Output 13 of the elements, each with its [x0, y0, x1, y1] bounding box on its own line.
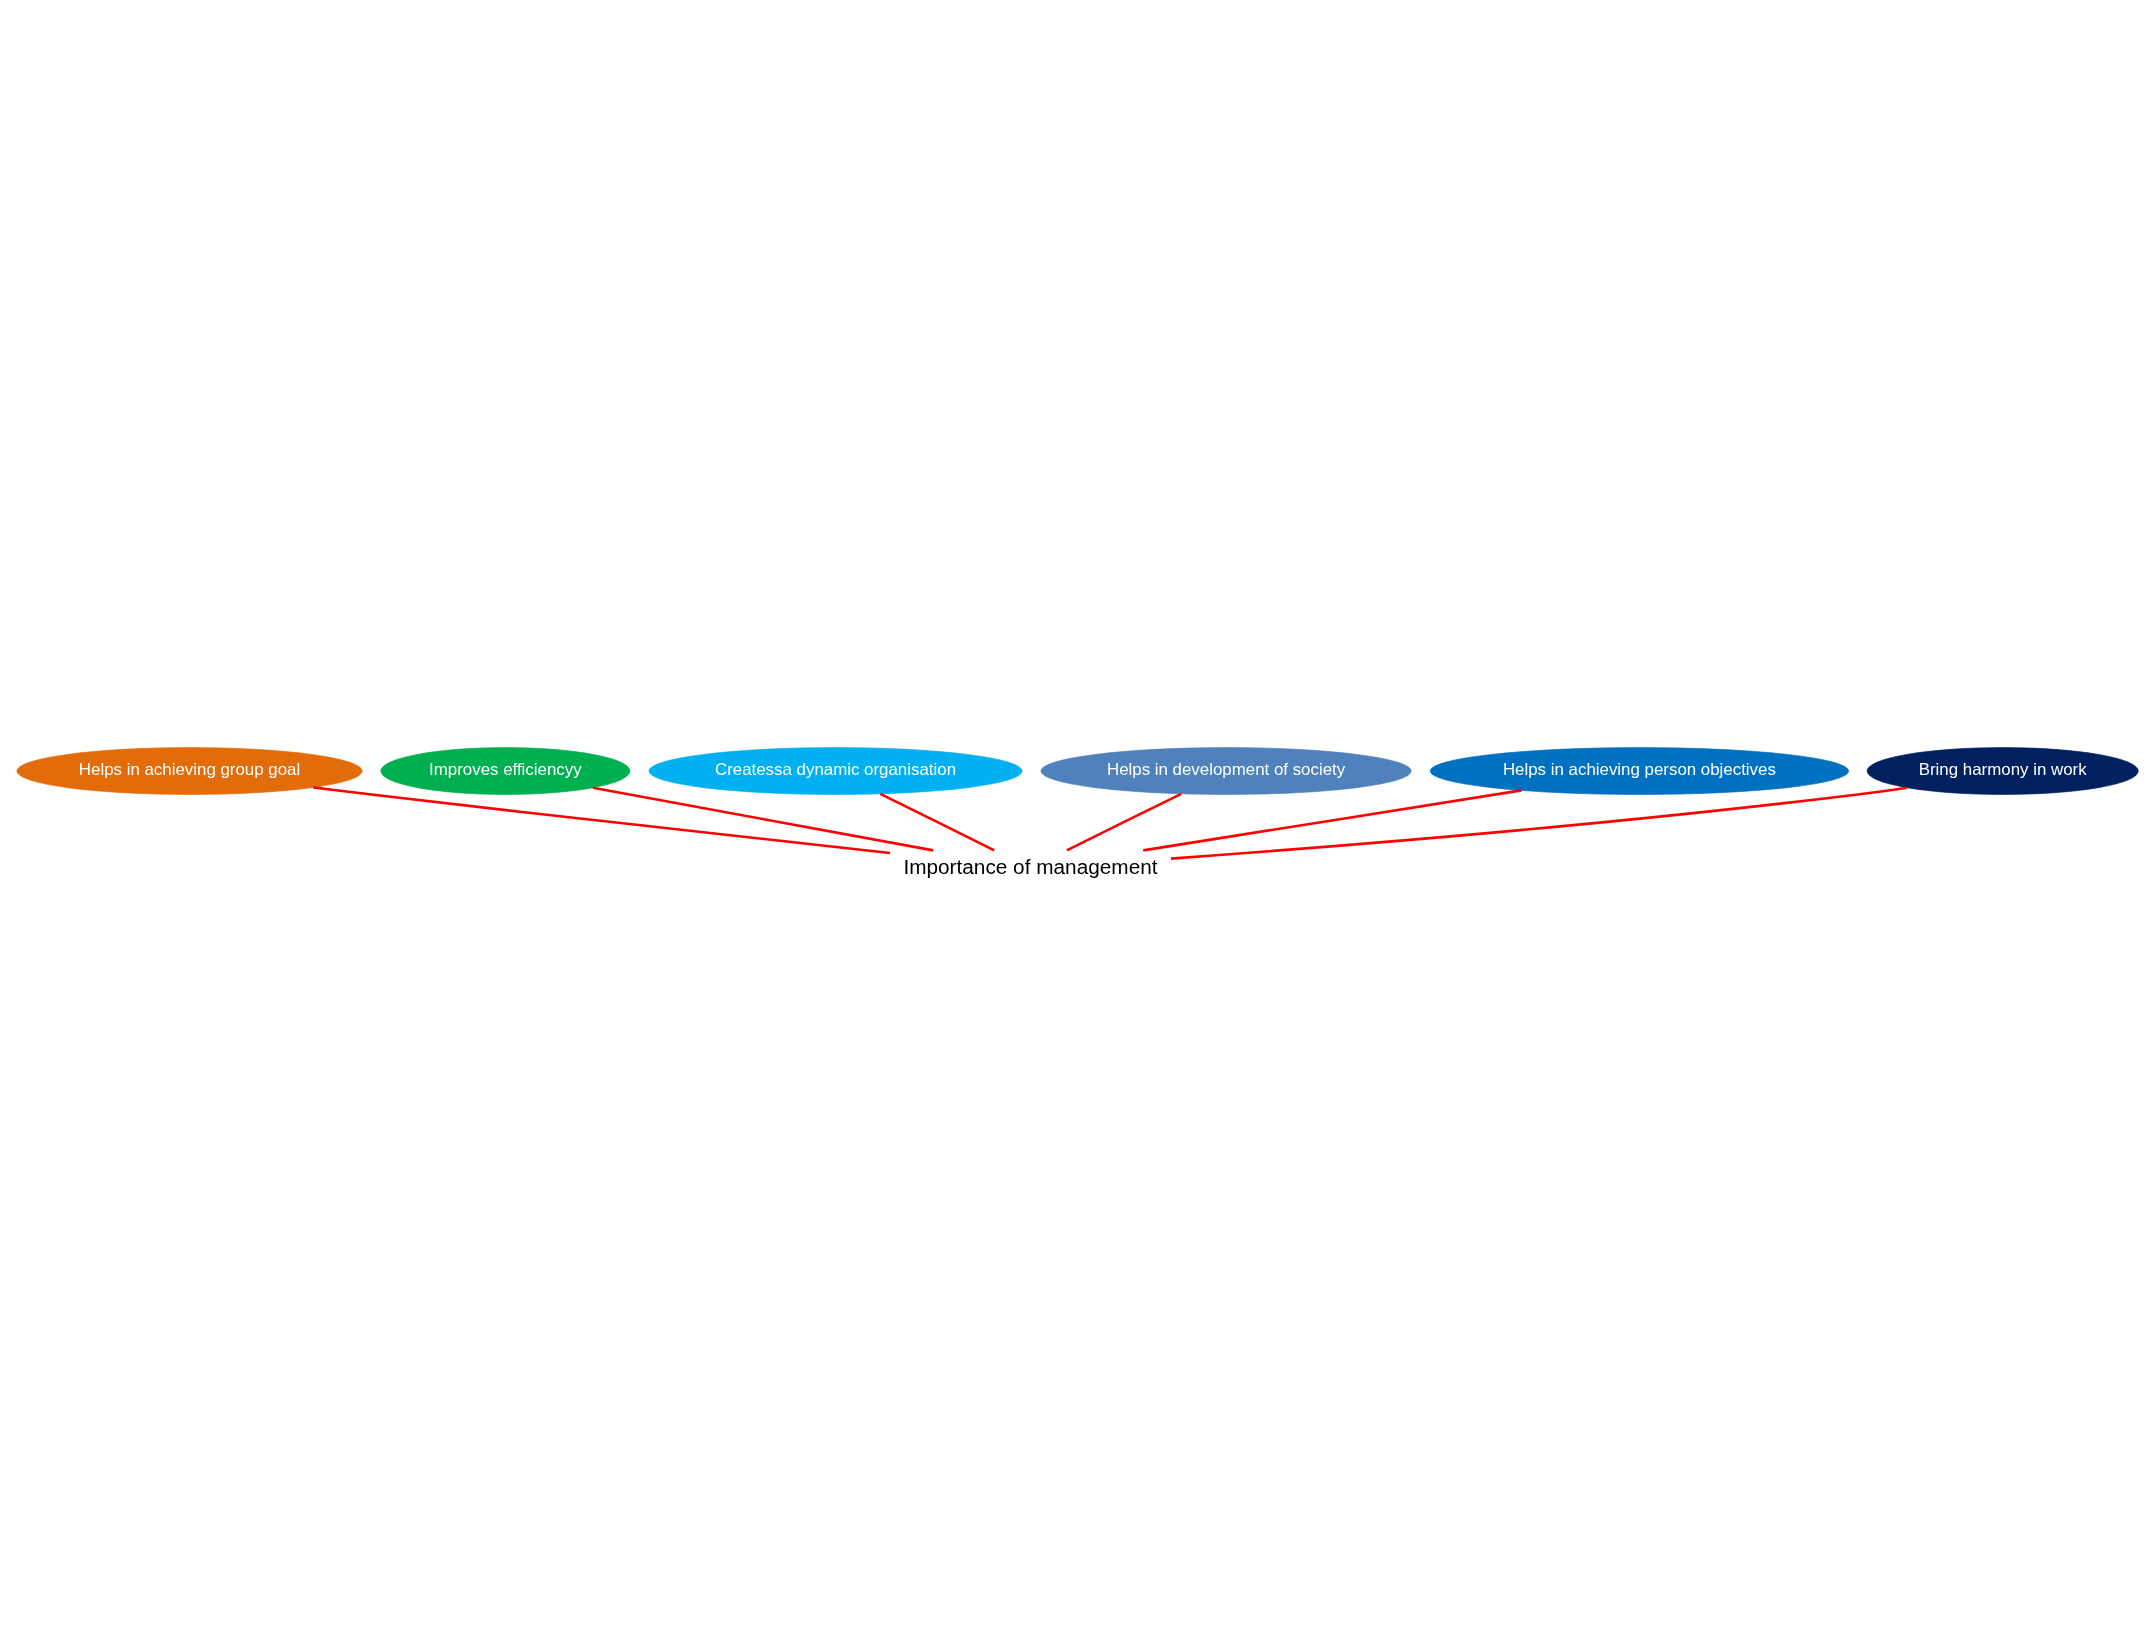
node-ellipse: Helps in development of society	[1040, 746, 1412, 795]
connector	[592, 786, 934, 852]
connector	[313, 785, 891, 854]
connector	[1066, 792, 1182, 851]
node-ellipse: Bring harmony in work	[1866, 746, 2139, 795]
connector	[1143, 788, 1522, 852]
node-text: Importance of management	[903, 854, 1158, 878]
node-ellipse: Createssa dynamic organisation	[648, 746, 1023, 795]
node-ellipse: Helps in achieving person objectives	[1429, 746, 1849, 795]
connector	[1170, 785, 1908, 860]
node-ellipse: Helps in achieving group goal	[16, 746, 363, 795]
connector	[879, 792, 995, 851]
node-ellipse: Improves efficiencyy	[380, 746, 631, 795]
